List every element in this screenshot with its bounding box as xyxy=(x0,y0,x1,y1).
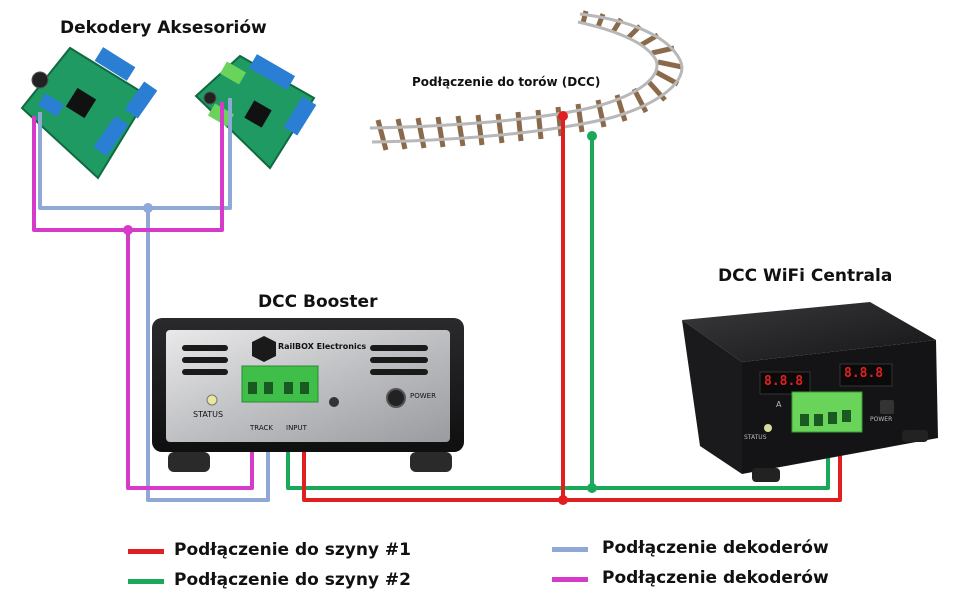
track-title: Podłączenie do torów (DCC) xyxy=(412,75,601,89)
legend-swatch-decoders-magenta xyxy=(552,577,588,582)
status-led-icon xyxy=(206,394,218,406)
track-rail-outer xyxy=(371,12,684,144)
booster-track-label: TRACK xyxy=(250,424,273,432)
legend-swatch-rail-2 xyxy=(128,579,164,584)
decoder-board-2 xyxy=(194,54,317,170)
central-status-label: STATUS xyxy=(744,434,767,441)
terminal-block-icon xyxy=(94,47,136,81)
booster-title: DCC Booster xyxy=(258,292,378,312)
dcc-central-device xyxy=(682,302,938,482)
wire-junctions xyxy=(123,111,597,505)
capacitor-icon xyxy=(31,71,49,89)
booster-status-label: STATUS xyxy=(193,410,224,419)
terminal-block-icon xyxy=(219,61,247,85)
track-rail-inner xyxy=(369,20,659,130)
central-title: DCC WiFi Centrala xyxy=(718,266,893,286)
booster-foot xyxy=(168,452,210,472)
legend-label-rail-2: Podłączenie do szyny #2 xyxy=(174,570,412,590)
decoder-board-1 xyxy=(20,46,158,180)
legend-swatch-rail-1 xyxy=(128,549,164,554)
booster-foot xyxy=(410,452,452,472)
railway-track xyxy=(369,10,684,151)
legend-swatch-decoders-blue xyxy=(552,547,588,552)
legend-label-decoders-magenta: Podłączenie dekoderów xyxy=(602,568,829,588)
booster-input-label: INPUT xyxy=(286,424,307,432)
terminal-block-icon xyxy=(37,93,65,117)
capacitor-icon xyxy=(203,91,217,105)
legend-label-rail-1: Podłączenie do szyny #1 xyxy=(174,540,412,560)
terminal-block-icon xyxy=(124,81,158,119)
left-display xyxy=(759,371,811,395)
wire-decoder-blue xyxy=(38,98,232,210)
central-power-label: POWER xyxy=(870,416,893,423)
booster-brand: RailBOX Electronics xyxy=(278,342,367,351)
terminal-block-icon xyxy=(248,54,296,90)
terminal-block-icon xyxy=(283,96,317,136)
status-led-icon xyxy=(764,424,772,432)
central-display-right: 8.8.8 xyxy=(844,366,884,381)
terminal-block-icon xyxy=(93,115,129,157)
chip-icon xyxy=(244,100,272,128)
central-display-left: 8.8.8 xyxy=(764,374,804,389)
booster-power-label: POWER xyxy=(410,392,436,400)
power-button-icon xyxy=(880,400,894,414)
legend-label-decoders-blue: Podłączenie dekoderów xyxy=(602,538,829,558)
chip-icon xyxy=(65,87,97,119)
right-display xyxy=(839,363,893,387)
dcc-booster-device xyxy=(152,318,464,472)
central-unit-label: A xyxy=(776,400,782,409)
brand-logo-icon xyxy=(252,336,276,362)
decoders-title: Dekodery Aksesoriów xyxy=(60,18,267,38)
power-button-icon xyxy=(386,388,406,408)
jack-icon xyxy=(329,397,339,407)
